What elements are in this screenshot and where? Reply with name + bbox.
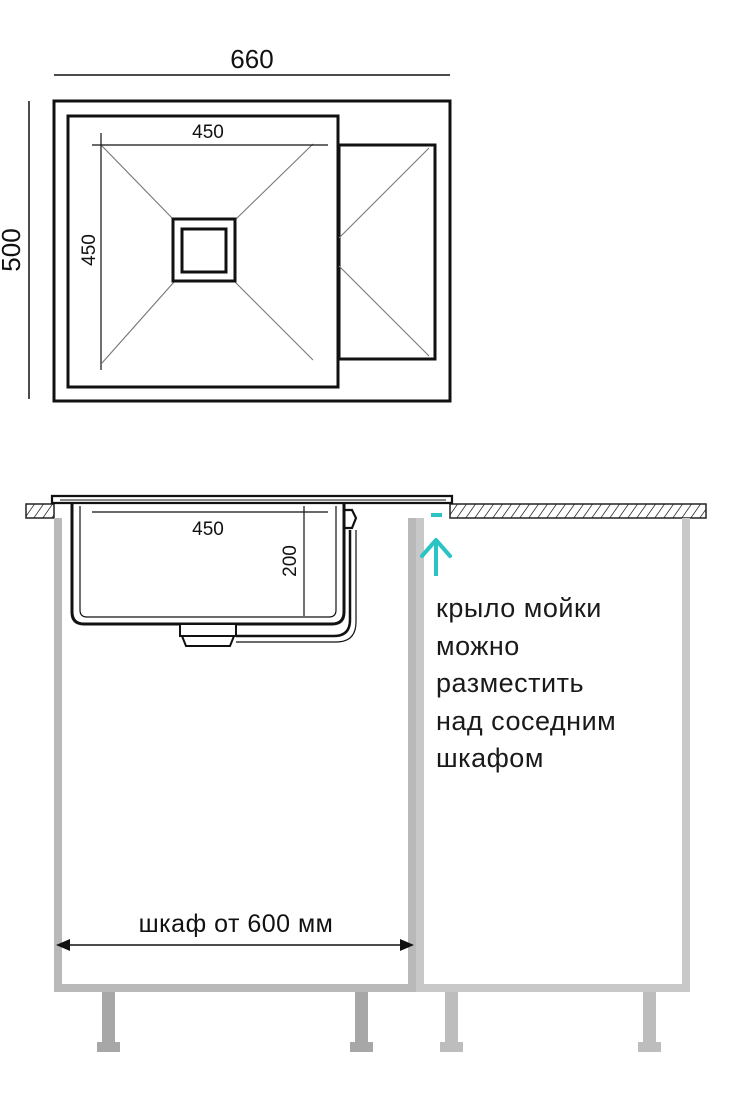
overall-width-label: 660 — [230, 44, 273, 74]
section-view: 450 200 шкаф от 600 мм — [25, 494, 707, 1052]
overall-width-dimension: 660 — [54, 44, 450, 76]
bowl-width-label: 450 — [192, 122, 224, 143]
cabinet-left — [54, 518, 416, 992]
bowl-width-dimension-section: 450 — [92, 511, 328, 540]
arrowhead-left-icon — [56, 939, 70, 951]
bowl-section — [70, 503, 358, 647]
drainer-wing — [337, 143, 437, 361]
sink-outline — [52, 99, 452, 403]
bowl-depth-dimension-section: 200 — [280, 506, 305, 616]
countertop-left — [25, 503, 55, 519]
countertop-right — [449, 503, 707, 519]
note-line-2: можно — [436, 630, 520, 661]
overall-depth-dimension: 500 — [0, 101, 30, 399]
cabinet-width-dimension: шкаф от 600 мм — [56, 910, 414, 951]
overall-depth-label: 500 — [0, 228, 26, 271]
note-line-5: шкафом — [436, 743, 544, 773]
top-view: 660 500 450 450 — [0, 44, 452, 403]
cabinet-right — [416, 518, 690, 992]
arrowhead-right-icon — [400, 939, 414, 951]
main-bowl: 450 450 — [66, 114, 340, 389]
note-line-3: разместить — [436, 668, 585, 698]
note-line-4: над соседним — [436, 705, 617, 736]
cabinet-width-label: шкаф от 600 мм — [139, 910, 334, 938]
bowl-depth-label: 450 — [79, 234, 100, 266]
section-bowl-depth-label: 200 — [280, 545, 301, 577]
wing-arrow-icon — [420, 513, 452, 576]
section-bowl-width-label: 450 — [192, 519, 224, 540]
wing-placement-note: крыло мойки можно разместить над соседни… — [436, 590, 726, 778]
drain-icon — [171, 217, 237, 283]
note-line-1: крыло мойки — [436, 593, 602, 623]
sink-flange — [50, 494, 454, 505]
cabinet-legs — [97, 992, 661, 1052]
drain-outlet-icon — [179, 623, 237, 647]
